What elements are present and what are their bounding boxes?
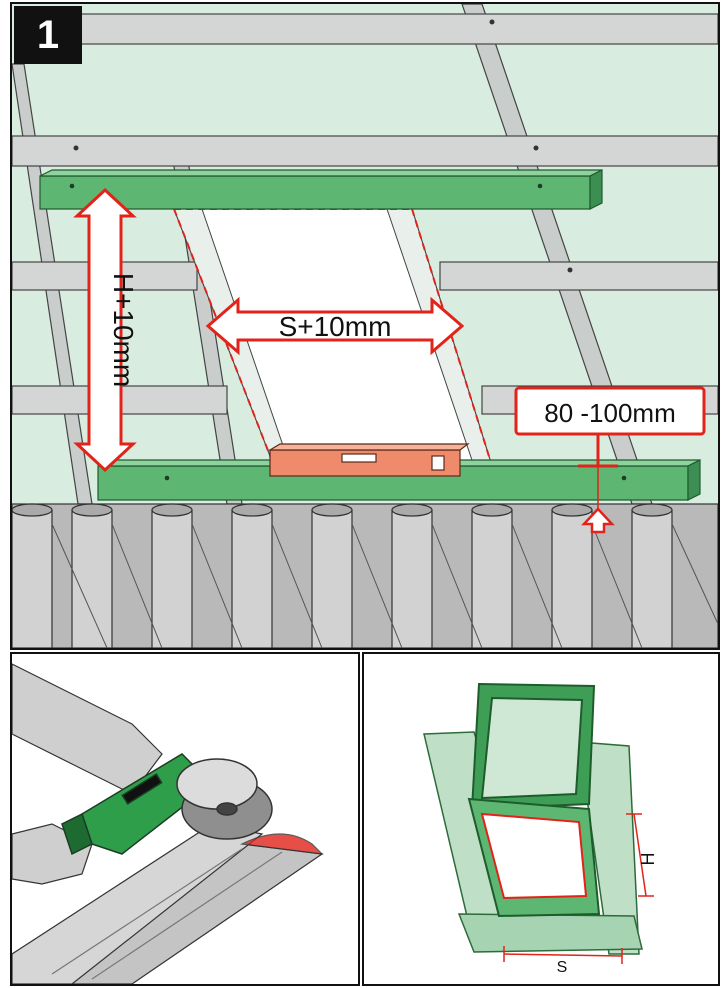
s-dimension xyxy=(503,946,623,964)
cut-tiles xyxy=(12,823,324,984)
green-battens xyxy=(39,169,701,501)
height-dimension: H+10mm xyxy=(73,187,139,473)
height-clearance-label: H+10mm xyxy=(108,273,139,387)
h-dimension xyxy=(626,813,654,897)
angle-grinder-illustration xyxy=(12,663,324,984)
batten-gap-label: 80 -100mm xyxy=(544,398,676,428)
width-dimension: S+10mm xyxy=(205,296,465,356)
window-frame-opening xyxy=(467,797,601,918)
gloved-hands xyxy=(12,663,163,885)
tile-cutting-panel xyxy=(10,652,360,986)
step-number-badge: 1 xyxy=(14,6,82,64)
right-flashing xyxy=(578,741,640,955)
top-illustration-panel: 1 xyxy=(10,2,720,650)
s-dimension-label: S xyxy=(557,959,568,976)
bottom-flashing xyxy=(457,913,643,953)
window-frame-panel: H S xyxy=(362,652,720,986)
open-sash xyxy=(470,682,596,811)
width-clearance-label: S+10mm xyxy=(279,311,392,342)
h-dimension-label: H xyxy=(638,853,658,866)
batten-gap-dimension: 80 -100mm xyxy=(514,386,706,534)
spirit-level-icon xyxy=(267,443,470,477)
roof-tiles xyxy=(12,503,718,648)
roof-opening-diagram: S+10mm H+10mm 80 -100mm xyxy=(12,4,718,648)
roof-window-illustration: H S xyxy=(423,682,658,976)
grinding-disc-icon xyxy=(176,758,273,840)
